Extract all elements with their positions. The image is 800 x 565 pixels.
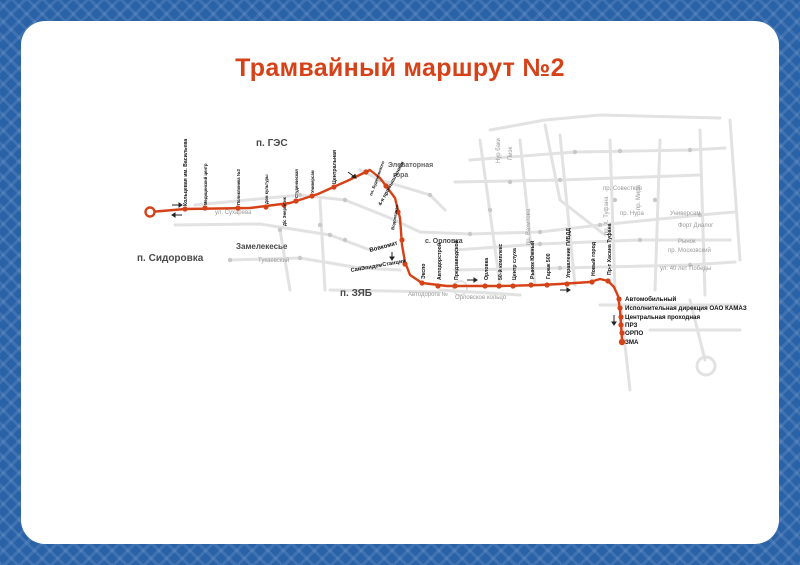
page-title: Трамвайный маршрут №2 <box>235 54 565 82</box>
stop-label: Гараж 500 <box>546 253 552 279</box>
stops-bottom-group: Экспо Автодорстрой Предзаводской Орловка… <box>419 223 613 289</box>
stop-label: ЗМА <box>625 339 639 346</box>
stop-label: ОРПО <box>625 330 643 337</box>
stop-label: Предзаводской <box>453 240 460 280</box>
label-vakhitova: пр. Вахитова <box>526 208 532 245</box>
stops-left-group: Кольцевая им. Васильева Медицинский цент… <box>182 139 408 274</box>
stop-dot <box>510 283 516 289</box>
label-tufana: пр. Х. Туфана <box>604 196 610 235</box>
street-labels: Автодорога № Орловское кольцо ул. Сухаре… <box>215 138 714 301</box>
street-stop-dots <box>227 147 703 271</box>
district-zyab: п. ЗЯБ <box>340 288 372 299</box>
stop-label: ПРЗ <box>625 322 637 329</box>
stop-label: Кольцевая им. Васильева <box>183 139 189 206</box>
stop-dot <box>617 305 623 311</box>
stop-label: СанЭпидемСтанция <box>350 258 406 274</box>
stop-dot <box>309 193 315 199</box>
label-rynok: Рынок <box>678 239 696 245</box>
stop-label: Центральная проходная <box>625 314 701 321</box>
stop-label: Рынок Южный <box>529 241 536 279</box>
stop-dot <box>395 209 401 215</box>
stop-dot <box>281 202 287 208</box>
district-labels: п. ГЭС п. Сидоровка Замелекесье п. ЗЯБ с… <box>137 138 463 299</box>
label-pik: Пиэк <box>508 146 514 160</box>
stop-label: Автодорстрой <box>436 243 443 280</box>
route-terminus-start <box>144 206 156 218</box>
stop-label: пл. Буденовского <box>368 160 385 196</box>
district-elevator-2: гора <box>393 172 408 179</box>
label-sovetskaya: пр. Совесткие <box>603 186 643 192</box>
stop-label: Автомобильный <box>625 296 676 303</box>
district-zamelekesye: Замелекесье <box>236 242 288 251</box>
district-ges: п. ГЭС <box>256 138 288 149</box>
stop-label: Орловка <box>484 258 490 280</box>
stop-dot <box>402 261 408 267</box>
stop-dot <box>293 198 299 204</box>
stop-dot <box>605 278 611 284</box>
label-avtodoroga: Автодорога № <box>408 291 448 298</box>
stop-label: Вовкомат <box>369 241 398 254</box>
stop-label: Экспо <box>421 264 427 279</box>
direction-arrows <box>171 171 617 326</box>
stop-dot <box>435 283 441 289</box>
label-sukhareva: ул. Сухарева <box>215 210 252 216</box>
stop-label: Пр-т Хасана Туфана <box>606 223 613 275</box>
stop-label: Исполнительная дирекция ОАО КАМАЗ <box>625 305 747 312</box>
stop-dot <box>619 330 625 336</box>
stop-dot <box>202 205 208 211</box>
stop-dot <box>482 283 488 289</box>
stop-label: Новый город <box>590 241 597 276</box>
stop-dot <box>528 282 534 288</box>
label-tukaevsky: Тукаевский <box>258 257 289 264</box>
district-elevator-1: Элеваторная <box>388 162 433 169</box>
stop-label: Водолазная <box>390 204 399 230</box>
label-moscow: пр. Московский <box>668 247 711 254</box>
stop-dot <box>496 283 502 289</box>
stop-dot <box>383 183 389 189</box>
label-pobedy: ул. 40 лет Победы <box>660 266 711 272</box>
stop-label: Дом культуры <box>264 174 269 204</box>
stop-dot <box>618 314 624 320</box>
stop-label: Студенческая <box>294 169 299 198</box>
stop-dot <box>564 281 570 287</box>
label-nura: пр. Нура <box>620 211 645 217</box>
stop-dot <box>589 279 595 285</box>
stop-label: Универсам <box>310 170 315 193</box>
stop-dot <box>419 280 425 286</box>
stop-dot <box>544 282 550 288</box>
stop-label: Центр слуха <box>512 248 518 280</box>
district-orlovka: с. Орловка <box>425 238 463 245</box>
label-forth: Форт Диалог <box>678 223 714 229</box>
stop-dot <box>182 206 188 212</box>
stop-dot <box>618 322 624 328</box>
label-nur-baki: Нур баки <box>496 138 502 163</box>
street-network <box>173 113 742 392</box>
stops-terminal-group: Автомобильный Исполнительная дирекция ОА… <box>616 296 747 346</box>
route-terminus-end <box>618 338 626 346</box>
district-sidorovka: п. Сидоровка <box>137 253 204 264</box>
stop-label: Поликлиника №3 <box>236 169 241 205</box>
label-orlovskoe: Орловское кольцо <box>455 295 507 301</box>
stop-dot <box>331 184 337 190</box>
stop-label: Управление ГИБДД <box>566 228 572 278</box>
map-card <box>21 21 779 544</box>
stop-dot <box>263 204 269 210</box>
label-mira: пр. Мира <box>636 184 642 210</box>
stop-dot <box>452 283 458 289</box>
stop-dot <box>399 237 405 243</box>
stop-dot <box>363 169 369 175</box>
stop-label: Центральная <box>332 150 338 184</box>
label-universam: Универсам <box>670 211 700 217</box>
stop-label: 50-й комплекс <box>497 244 504 280</box>
stop-label: Медицинский центр <box>203 163 208 205</box>
stop-dot <box>616 296 622 302</box>
stop-dot <box>235 205 241 211</box>
stop-label: Д/с Энергетик <box>282 196 287 226</box>
